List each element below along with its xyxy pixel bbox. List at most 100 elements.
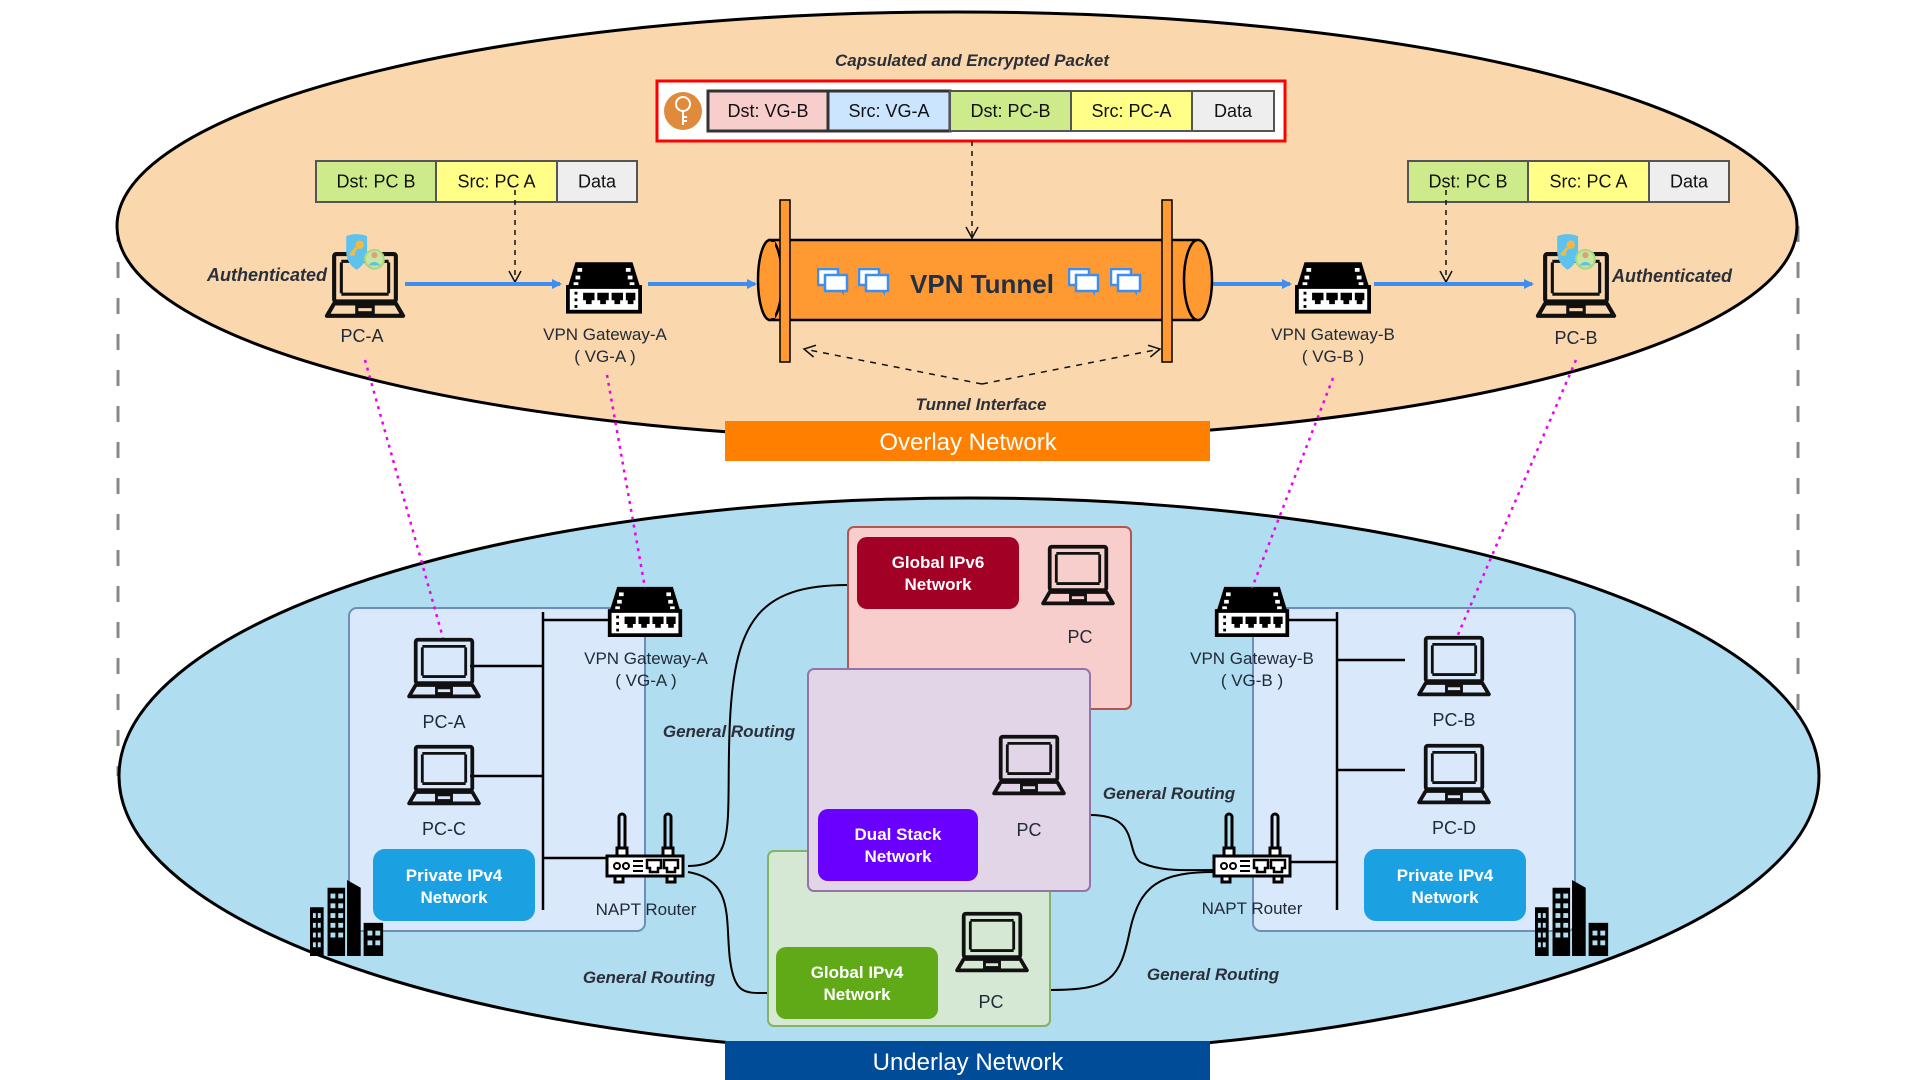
overlay-gateway-b-label: VPN Gateway-B (1271, 325, 1395, 344)
routing-link-left-to-ipv6 (687, 584, 849, 867)
left-gateway-label: VPN Gateway-A (584, 649, 708, 668)
packet-field-label: Data (578, 172, 617, 192)
left-site: PC-A PC-C Private IPv4 Network VPN Gatew… (310, 585, 709, 956)
ipv6-pc-label: PC (1067, 627, 1092, 647)
right-pc-b-label: PC-B (1432, 710, 1475, 730)
underlay-title-bar (725, 1041, 1210, 1080)
gateway-icon (1214, 585, 1290, 637)
gateway-icon (1295, 260, 1371, 314)
left-private-ipv4-badge (373, 849, 535, 921)
ipv6-badge (857, 537, 1019, 609)
dual-badge-line2: Network (864, 847, 932, 866)
left-gateway-sub: ( VG-A ) (615, 671, 676, 690)
right-napt-router[interactable]: NAPT Router (1202, 812, 1303, 918)
overlay-title: Overlay Network (879, 429, 1057, 456)
tunnel-interface-label: Tunnel Interface (916, 395, 1047, 414)
overlay-gateway-b-sub: ( VG-B ) (1302, 347, 1364, 366)
packet-field-label: Data (1214, 101, 1253, 121)
packet-field-label: Dst: PC B (1428, 172, 1507, 192)
encrypted-packet-caption: Capsulated and Encrypted Packet (835, 51, 1110, 70)
right-pc-d[interactable]: PC-D (1419, 746, 1489, 838)
packet-left-fields: Dst: PC B Src: PC A Data (315, 160, 638, 203)
ipv4-badge-line2: Network (823, 985, 891, 1004)
overlay-pc-a-label: PC-A (340, 326, 383, 346)
packet-field-box (435, 160, 558, 203)
left-router-label: NAPT Router (596, 900, 697, 919)
right-router-label: NAPT Router (1202, 899, 1303, 918)
left-napt-router[interactable]: NAPT Router (596, 812, 697, 919)
pc-b-auth-status: Authenticated (1611, 266, 1733, 286)
mapping-line-pc-a (363, 359, 445, 639)
overlay-pc-b-label: PC-B (1554, 328, 1597, 348)
right-pc-d-label: PC-D (1432, 818, 1476, 838)
mapping-line-pc-b (1455, 359, 1578, 638)
left-pc-a-label: PC-A (422, 712, 465, 732)
underlay-title: Underlay Network (873, 1049, 1065, 1076)
packet-field-box (1407, 160, 1529, 203)
routing-link-left-to-ipv4 (687, 871, 769, 995)
mapping-line-gateway-b (1250, 377, 1335, 589)
ipv4-pc-label: PC (978, 992, 1003, 1012)
dual-stack-badge (818, 809, 978, 881)
tunnel-interface-right-flange (1161, 199, 1173, 363)
left-pc-c-label: PC-C (422, 819, 466, 839)
routing-label-lower-left: General Routing (583, 968, 716, 987)
packet-field-label: Dst: VG-B (727, 101, 808, 121)
key-icon (664, 92, 702, 130)
packet-field-box (1648, 160, 1730, 203)
packet-right-fields: Dst: PC B Src: PC A Data (1407, 160, 1730, 203)
global-ipv6-network[interactable]: Global IPv6 Network PC (847, 526, 1132, 710)
right-private-badge-line2: Network (1411, 888, 1479, 907)
packet-field-label: Src: VG-A (848, 101, 929, 121)
overlay-title-bar (725, 421, 1210, 461)
packet-field-box (949, 90, 1072, 132)
pc-a-auth-status: Authenticated (206, 265, 328, 285)
right-site: PC-B PC-D Private IPv4 Network VPN Gatew… (1190, 585, 1609, 956)
overlay-gateway-a-sub: ( VG-A ) (574, 347, 635, 366)
overlay-gateway-a[interactable]: VPN Gateway-A ( VG-A ) (543, 260, 668, 366)
dual-pc-label: PC (1016, 820, 1041, 840)
right-private-ipv4-badge (1364, 849, 1526, 921)
right-gateway-label: VPN Gateway-B (1190, 649, 1314, 668)
packet-field-box (1191, 90, 1275, 132)
vpn-tunnel[interactable]: VPN Tunnel (756, 199, 1214, 363)
ipv4-badge-line1: Global IPv4 (811, 963, 904, 982)
gateway-icon (607, 585, 683, 637)
routing-link-dual-to-right (1089, 814, 1216, 872)
global-ipv4-network[interactable]: Global IPv4 Network PC (767, 850, 1051, 1027)
right-pc-b[interactable]: PC-B (1419, 638, 1489, 730)
dual-badge-line1: Dual Stack (855, 825, 942, 844)
packet-field-label: Src: PC A (457, 172, 535, 192)
routing-label-upper-right: General Routing (1103, 784, 1236, 803)
tunnel-label: VPN Tunnel (910, 269, 1054, 299)
routing-label-upper-left: General Routing (663, 722, 796, 741)
packet-field-box (1527, 160, 1650, 203)
overlay-pc-b[interactable]: PC-B (1538, 232, 1614, 348)
left-pc-c[interactable]: PC-C (409, 747, 479, 839)
ipv6-badge-line1: Global IPv6 (892, 553, 985, 572)
overlay-pc-a[interactable]: PC-A (327, 232, 403, 346)
right-private-badge-line1: Private IPv4 (1397, 866, 1494, 885)
routing-label-lower-right: General Routing (1147, 965, 1280, 984)
packet-field-label: Src: PC A (1549, 172, 1627, 192)
gateway-icon (566, 260, 642, 314)
packet-field-box (556, 160, 638, 203)
routing-link-ipv4-to-right (1049, 871, 1216, 991)
packet-field-box (1070, 90, 1193, 132)
packet-field-box (315, 160, 437, 203)
right-gateway[interactable]: VPN Gateway-B ( VG-B ) (1190, 585, 1314, 690)
packet-field-label: Data (1670, 172, 1709, 192)
packet-field-label: Dst: PC B (336, 172, 415, 192)
left-private-badge-line1: Private IPv4 (406, 866, 503, 885)
tunnel-right-end (1182, 238, 1214, 322)
left-private-badge-line2: Network (420, 888, 488, 907)
ipv4-badge (776, 947, 938, 1019)
tunnel-interface-left-flange (779, 199, 791, 363)
packet-field-label: Src: PC-A (1091, 101, 1171, 121)
overlay-gateway-b[interactable]: VPN Gateway-B ( VG-B ) (1271, 260, 1395, 366)
ipv6-badge-line2: Network (904, 575, 972, 594)
left-pc-a[interactable]: PC-A (409, 640, 479, 732)
dual-stack-network[interactable]: Dual Stack Network PC (807, 668, 1091, 892)
left-gateway[interactable]: VPN Gateway-A ( VG-A ) (584, 585, 709, 690)
